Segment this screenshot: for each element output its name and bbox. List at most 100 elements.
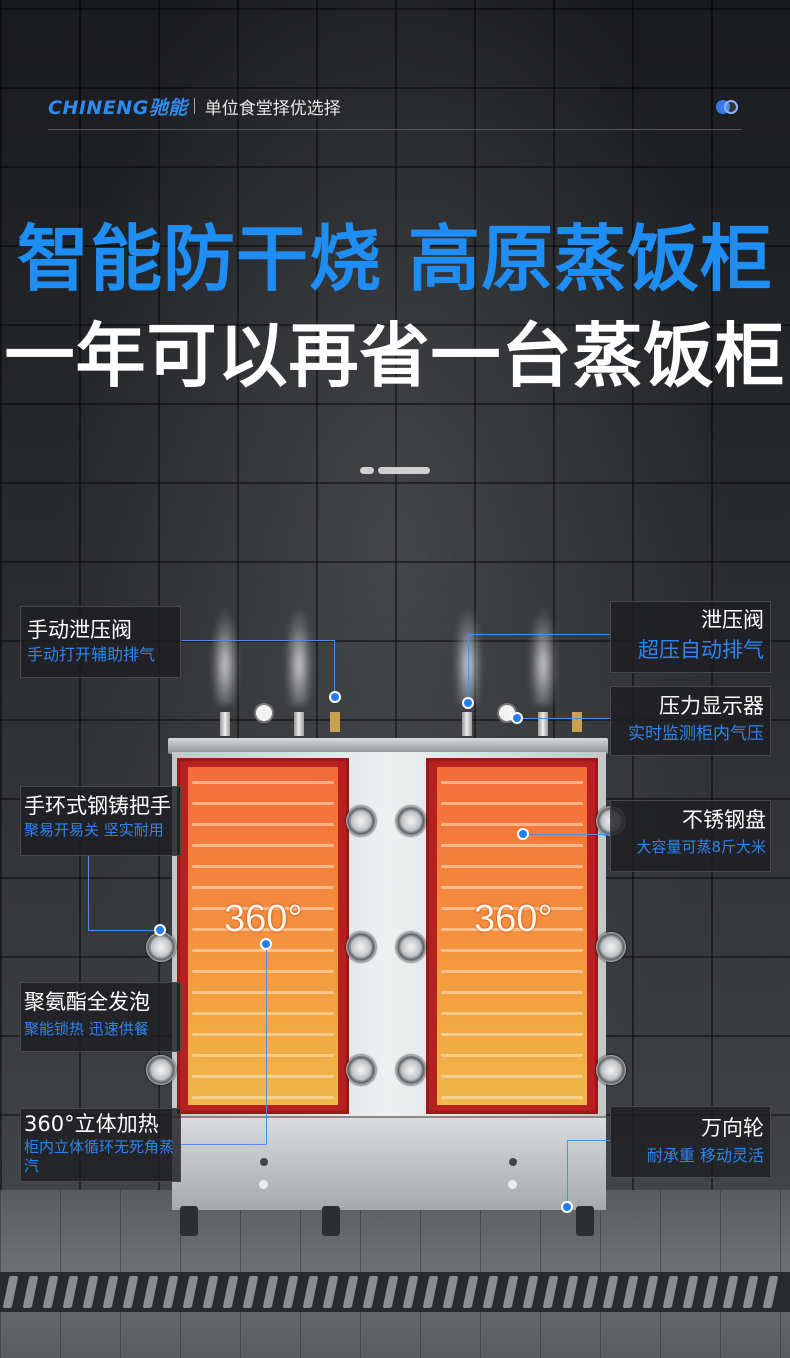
hotspot-dot-icon bbox=[154, 924, 166, 936]
headline-primary: 智能防干烧 高原蒸饭柜 bbox=[16, 217, 774, 301]
headline-secondary: 一年可以再省一台蒸饭柜 bbox=[4, 315, 786, 397]
leader-line bbox=[468, 634, 610, 635]
indicator-light-icon bbox=[509, 1158, 517, 1166]
steam-tray bbox=[192, 802, 334, 805]
pager-bar-icon bbox=[378, 467, 430, 474]
callout-title: 万向轮 bbox=[701, 1116, 764, 1140]
callout-360-heating: 360°立体加热 柜内立体循环无死角蒸汽 bbox=[20, 1108, 181, 1182]
exhaust-pipe-icon bbox=[294, 712, 304, 736]
steam-tray bbox=[441, 823, 583, 826]
steam-tray bbox=[192, 1054, 334, 1057]
steam-tray bbox=[192, 991, 334, 994]
relief-valve-icon bbox=[330, 712, 340, 732]
callout-title: 360°立体加热 bbox=[24, 1112, 159, 1136]
steam-tray bbox=[192, 1096, 334, 1099]
hotspot-dot-icon bbox=[511, 712, 523, 724]
door-handle-icon bbox=[396, 806, 426, 836]
steam-tray bbox=[192, 970, 334, 973]
steam-tray bbox=[192, 949, 334, 952]
callout-pressure-display: 压力显示器 实时监测柜内气压 bbox=[610, 686, 771, 756]
hotspot-dot-icon bbox=[329, 691, 341, 703]
callout-title: 泄压阀 bbox=[701, 608, 764, 632]
steam-tray bbox=[441, 949, 583, 952]
exhaust-pipe-icon bbox=[462, 712, 472, 736]
leader-line bbox=[517, 718, 610, 719]
steam-tray bbox=[441, 1054, 583, 1057]
steam-tray bbox=[192, 907, 334, 910]
door-handle-icon bbox=[146, 1055, 176, 1085]
callout-manual-relief-valve: 手动泄压阀 手动打开辅助排气 bbox=[20, 606, 181, 678]
door-handle-icon bbox=[346, 932, 376, 962]
leader-line bbox=[88, 930, 160, 931]
leader-line bbox=[180, 640, 335, 641]
exhaust-pipe-icon bbox=[220, 712, 230, 736]
leader-line bbox=[266, 944, 267, 1144]
cabinet-top bbox=[168, 738, 608, 754]
pressure-gauge-icon bbox=[254, 703, 274, 723]
door-handle-icon bbox=[396, 932, 426, 962]
steam-plume bbox=[284, 605, 314, 705]
steam-plume bbox=[210, 605, 240, 705]
steam-tray bbox=[441, 865, 583, 868]
brand-slogan: 单位食堂择优选择 bbox=[204, 98, 341, 119]
steam-tray bbox=[441, 1012, 583, 1015]
leader-line bbox=[468, 634, 469, 702]
steam-tray bbox=[192, 1012, 334, 1015]
callout-steel-tray: 不锈钢盘 大容量可蒸8斤大米 bbox=[610, 800, 771, 872]
callout-title: 手环式钢铸把手 bbox=[24, 794, 171, 818]
brand-logo: CHINENG驰能 bbox=[48, 96, 188, 119]
hotspot-dot-icon bbox=[260, 938, 272, 950]
caster-wheel-icon bbox=[180, 1206, 198, 1236]
steam-tray bbox=[441, 802, 583, 805]
steam-plume bbox=[528, 605, 558, 705]
steam-tray bbox=[441, 781, 583, 784]
leader-line bbox=[88, 855, 89, 930]
cabinet-door-right bbox=[426, 758, 598, 1114]
cabinet-door-left bbox=[177, 758, 349, 1114]
callout-subtitle: 超压自动排气 bbox=[638, 638, 764, 662]
brand-bar: CHINENG驰能 单位食堂择优选择 bbox=[48, 94, 341, 119]
steam-tray bbox=[441, 970, 583, 973]
indicator-light-icon bbox=[508, 1180, 517, 1189]
callout-cast-handle: 手环式钢铸把手 聚易开易关 坚实耐用 bbox=[20, 786, 181, 856]
hotspot-dot-icon bbox=[462, 697, 474, 709]
leader-line bbox=[523, 834, 610, 835]
steam-tray bbox=[192, 781, 334, 784]
cabinet-base bbox=[172, 1116, 606, 1210]
steam-tray bbox=[192, 1075, 334, 1078]
callout-caster-wheel: 万向轮 耐承重 移动灵活 bbox=[610, 1106, 771, 1178]
steam-tray bbox=[441, 886, 583, 889]
callout-foam-insulation: 聚氨酯全发泡 聚能锁热 迅速供餐 bbox=[20, 982, 181, 1052]
steam-tray bbox=[441, 991, 583, 994]
steam-tray bbox=[192, 844, 334, 847]
callout-subtitle: 手动打开辅助排气 bbox=[27, 645, 156, 664]
door-handle-icon bbox=[346, 1055, 376, 1085]
steam-tray bbox=[441, 1033, 583, 1036]
steam-tray bbox=[441, 1096, 583, 1099]
callout-subtitle: 实时监测柜内气压 bbox=[628, 724, 764, 744]
door-handle-icon bbox=[146, 932, 176, 962]
door-handle-icon bbox=[396, 1055, 426, 1085]
steam-tray bbox=[192, 1033, 334, 1036]
steam-tray bbox=[441, 928, 583, 931]
leader-line bbox=[334, 640, 335, 696]
door-handle-icon bbox=[596, 1055, 626, 1085]
exhaust-pipe-icon bbox=[538, 712, 548, 736]
leader-line bbox=[567, 1140, 568, 1206]
logo-dots-icon bbox=[716, 100, 742, 114]
header-divider bbox=[48, 129, 742, 130]
indicator-light-icon bbox=[259, 1180, 268, 1189]
callout-subtitle: 大容量可蒸8斤大米 bbox=[636, 838, 766, 856]
door-handle-icon bbox=[346, 806, 376, 836]
steam-tray bbox=[441, 1075, 583, 1078]
hotspot-dot-icon bbox=[561, 1201, 573, 1213]
pager-dot-icon bbox=[360, 467, 374, 474]
door-handle-icon bbox=[596, 932, 626, 962]
callout-subtitle: 聚易开易关 坚实耐用 bbox=[24, 821, 164, 839]
callout-subtitle: 耐承重 移动灵活 bbox=[646, 1146, 764, 1165]
caster-wheel-icon bbox=[576, 1206, 594, 1236]
heating-label-right: 360° bbox=[474, 898, 553, 940]
hotspot-dot-icon bbox=[517, 828, 529, 840]
caster-wheel-icon bbox=[322, 1206, 340, 1236]
